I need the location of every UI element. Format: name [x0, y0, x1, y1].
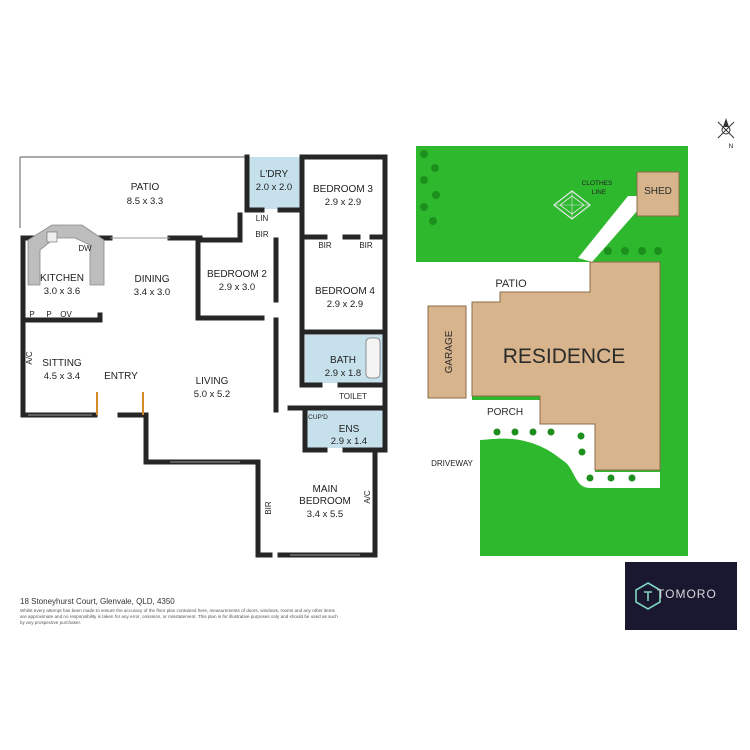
windows: [28, 237, 360, 556]
room-label-bath: BATH: [330, 355, 356, 366]
room-label-laundry: L'DRY: [260, 169, 289, 180]
label-dishwasher: DW: [78, 244, 92, 253]
bathtub-icon: [365, 337, 381, 379]
shed-label: SHED: [644, 186, 672, 197]
porch-label: PORCH: [487, 407, 523, 418]
room-dim-kitchen: 3.0 x 3.6: [44, 286, 80, 297]
room-label-kitchen: KITCHEN: [40, 273, 84, 284]
porch-paving: [416, 400, 540, 424]
label-oven: OV: [60, 310, 72, 319]
room-label-bedroom4: BEDROOM 4: [315, 286, 375, 297]
room-dim-bath: 2.9 x 1.8: [325, 368, 361, 379]
driveway-paving: [416, 400, 480, 556]
laundry-floor: [247, 157, 302, 209]
path-to-shed: [578, 196, 640, 262]
label-ac-sitting: A/C: [25, 351, 34, 365]
hedge-trees: [420, 150, 662, 255]
driveway-label: DRIVEWAY: [431, 459, 473, 468]
room-label-living: LIVING: [196, 376, 229, 387]
room-label-toilet: TOILET: [339, 392, 367, 401]
room-label-entry: ENTRY: [104, 371, 138, 382]
room-dim-sitting: 4.5 x 3.4: [44, 371, 80, 382]
clothes-line-label-2: LINE: [592, 189, 607, 196]
patio-site-label: PATIO: [495, 278, 527, 290]
label-pantry-1: P: [29, 310, 34, 319]
room-dim-bedroom2: 2.9 x 3.0: [219, 282, 255, 293]
label-cupboard: CUP'D: [308, 414, 328, 421]
room-dim-ensuite: 2.9 x 1.4: [331, 436, 367, 447]
shed-footprint: [636, 171, 680, 217]
room-label-main-bedroom-2: BEDROOM: [299, 496, 351, 507]
clothes-line-label-1: CLOTHES: [582, 180, 613, 187]
tomoro-logo: TOMORO: [625, 562, 737, 630]
residence-footprint: [471, 261, 661, 471]
sink-icon: [46, 231, 58, 243]
hexagon-logo-icon: [635, 582, 661, 610]
room-dim-patio: 8.5 x 3.3: [127, 196, 163, 207]
room-dim-bedroom4: 2.9 x 2.9: [327, 299, 363, 310]
room-label-sitting: SITTING: [42, 358, 82, 369]
room-dim-laundry: 2.0 x 2.0: [256, 182, 292, 193]
label-ac-main: A/C: [363, 490, 372, 504]
room-label-linen: LIN: [256, 214, 269, 223]
site-plan: N SHED CLOTHES LINE PATIO RESIDENCE GARA…: [416, 118, 735, 556]
garden-shrubs: [493, 428, 636, 482]
clothes-line-icon: [553, 190, 591, 220]
label-pantry-2: P: [46, 310, 51, 319]
room-dim-main-bedroom: 3.4 x 5.5: [307, 509, 343, 520]
room-label-bedroom2: BEDROOM 2: [207, 269, 267, 280]
residence-label: RESIDENCE: [503, 345, 626, 368]
room-label-bir-b3b: BIR: [359, 241, 373, 250]
ensuite-floor: [305, 410, 383, 448]
room-label-main-bedroom: MAIN: [313, 484, 338, 495]
room-dim-bedroom3: 2.9 x 2.9: [325, 197, 361, 208]
patio-outline: [19, 156, 245, 228]
room-dim-living: 5.0 x 5.2: [194, 389, 230, 400]
disclaimer-text: Whilst every attempt has been made to en…: [20, 608, 338, 625]
room-label-patio: PATIO: [131, 182, 160, 193]
room-label-bir-laundry: BIR: [255, 230, 269, 239]
garage-label: GARAGE: [444, 330, 455, 373]
room-label-dining: DINING: [135, 274, 170, 285]
north-arrow-icon: [717, 118, 735, 139]
floor-plan: PATIO 8.5 x 3.3 L'DRY 2.0 x 2.0 LIN BIR …: [19, 154, 388, 558]
room-label-bedroom3: BEDROOM 3: [313, 184, 373, 195]
logo-text: TOMORO: [657, 587, 717, 601]
property-address: 18 Stoneyhurst Court, Glenvale, QLD, 435…: [20, 597, 175, 606]
room-label-ensuite: ENS: [339, 424, 360, 435]
garden-bed: [480, 424, 660, 488]
north-label: N: [729, 143, 734, 150]
label-bir-main: BIR: [264, 501, 273, 515]
room-label-bir-b3a: BIR: [318, 241, 332, 250]
garage-footprint: [427, 305, 467, 399]
room-dim-dining: 3.4 x 3.0: [134, 287, 170, 298]
